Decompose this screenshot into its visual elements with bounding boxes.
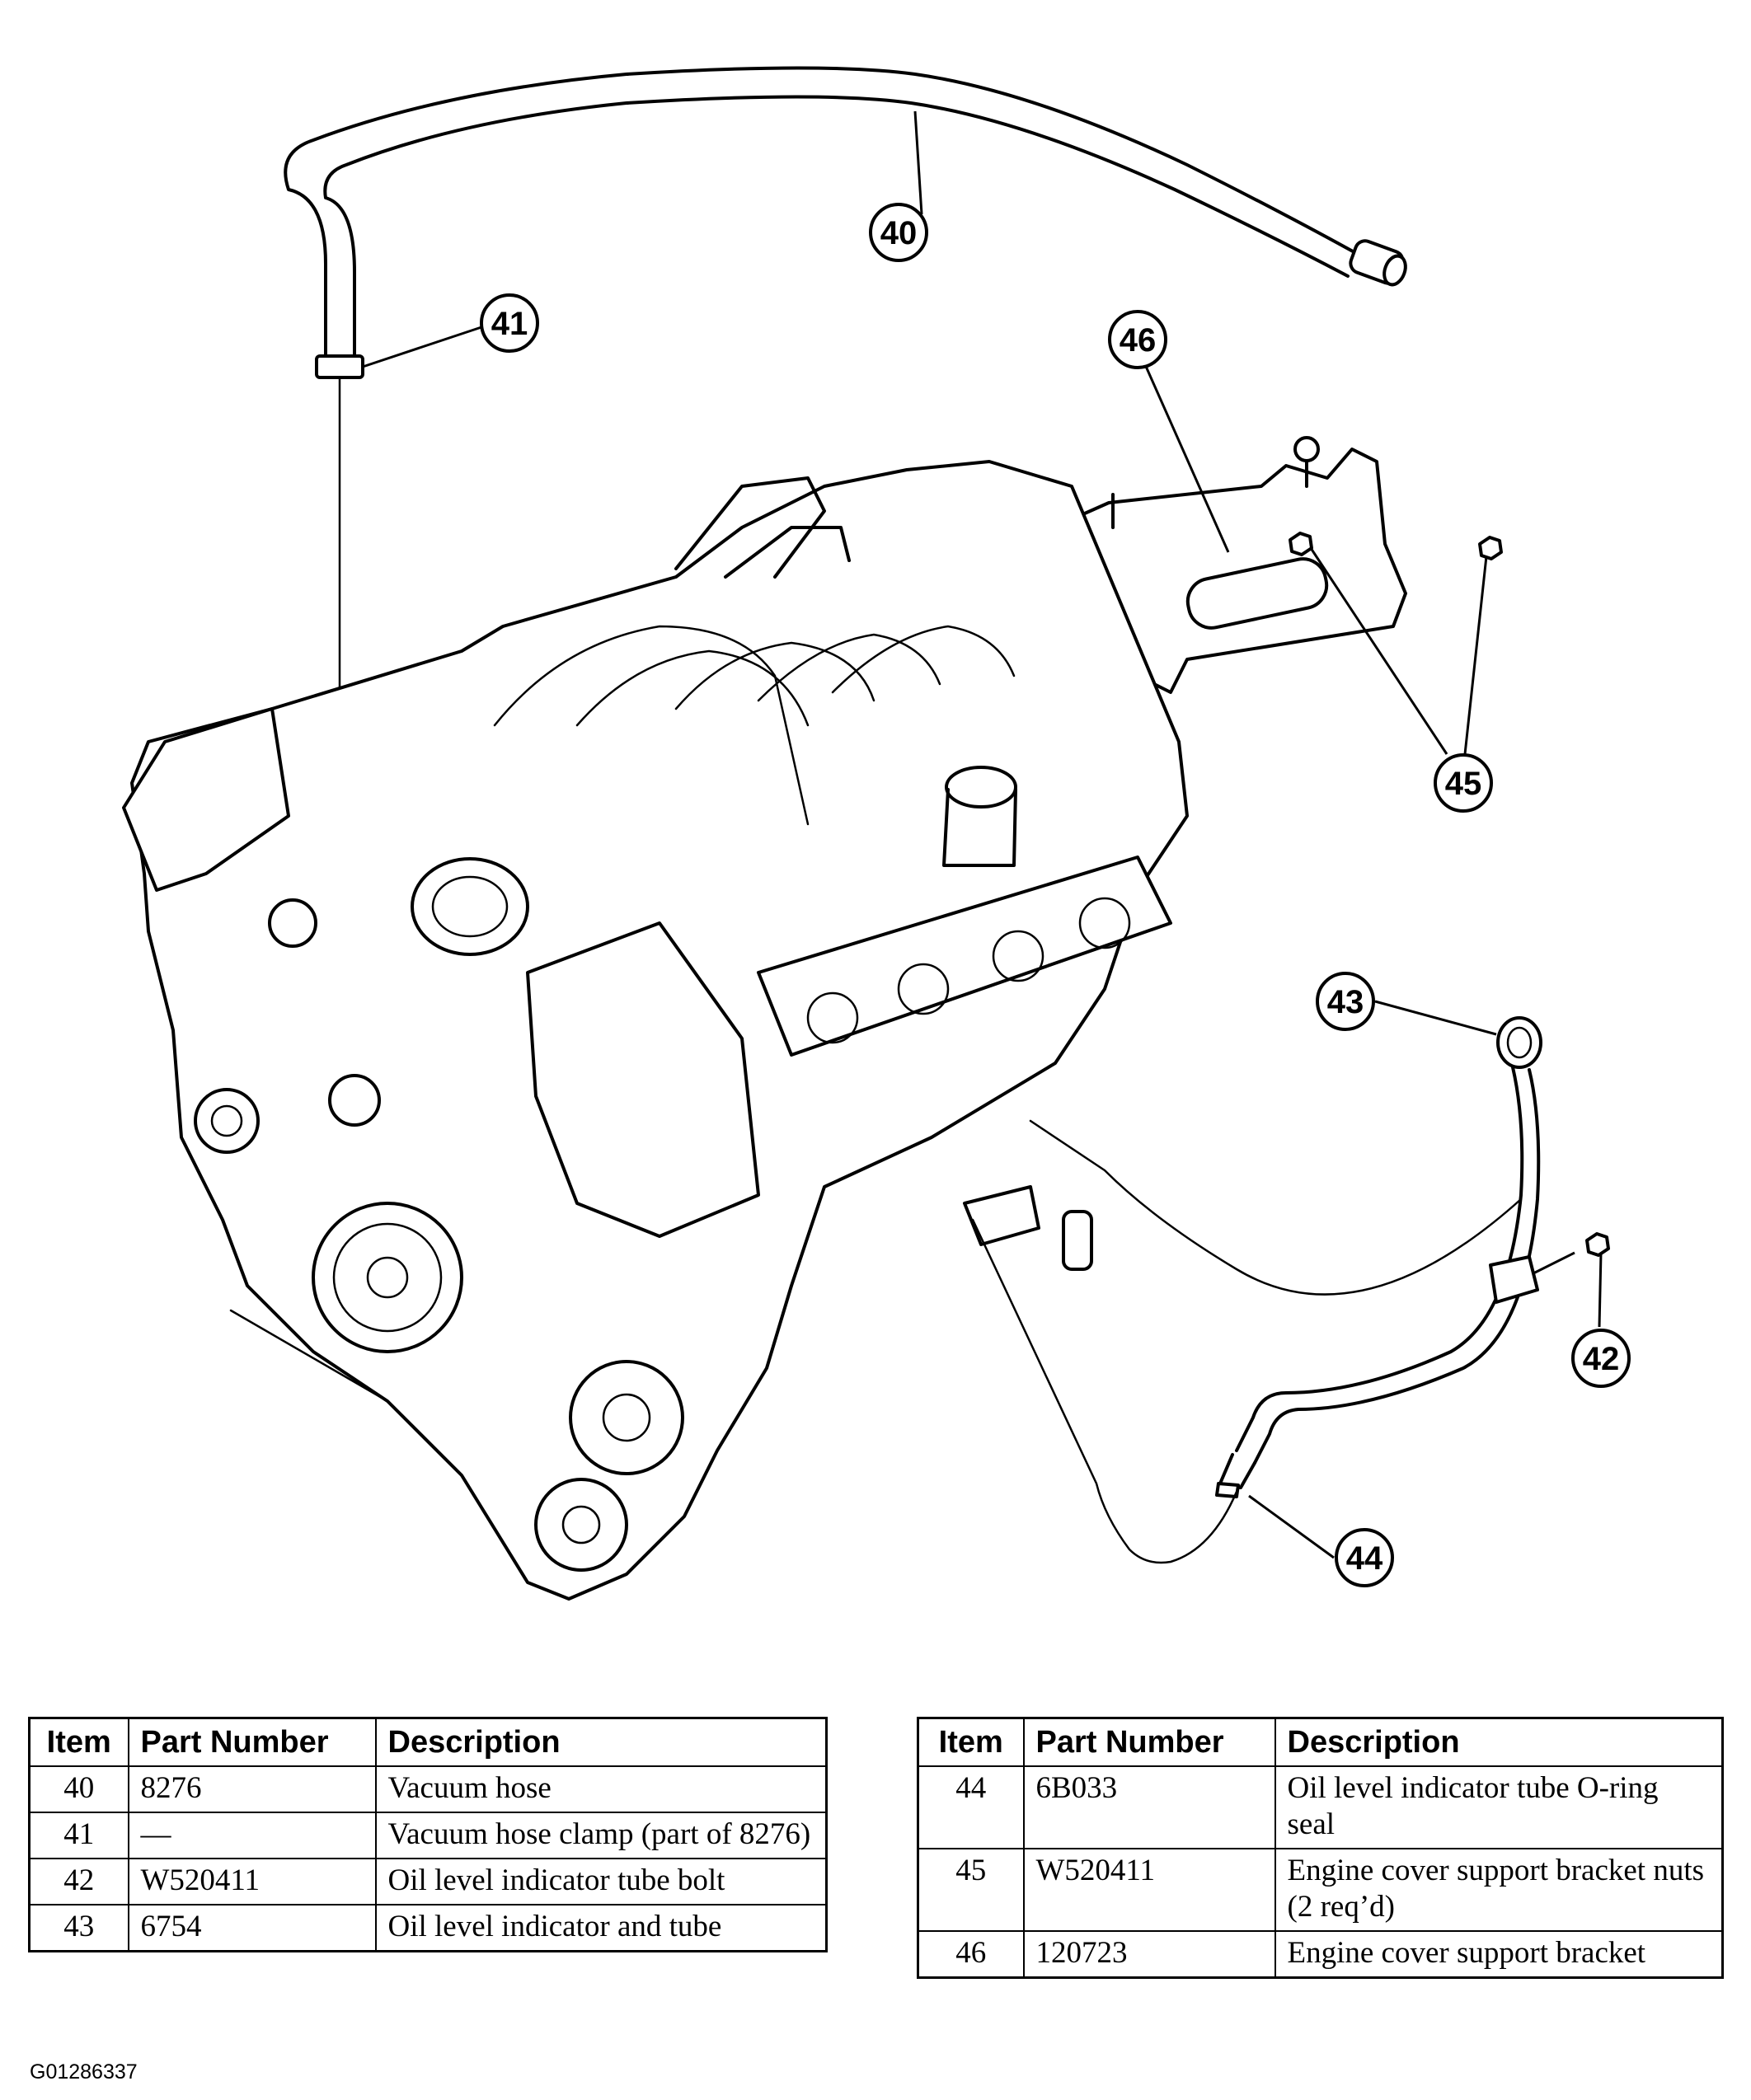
svg-text:46: 46 (1120, 322, 1157, 359)
table-row: 45 W520411 Engine cover support bracket … (917, 1848, 1724, 1932)
callout-46: 46 (1108, 310, 1167, 369)
column-header-part-number: Part Number (127, 1717, 377, 1767)
table-row: 44 6B033 Oil level indicator tube O-ring… (917, 1765, 1724, 1849)
part-number-cell: — (127, 1812, 377, 1859)
part-number-cell: W520411 (1022, 1848, 1276, 1932)
item-cell: 43 (28, 1904, 129, 1952)
item-cell: 42 (28, 1858, 129, 1905)
table-row: 43 6754 Oil level indicator and tube (28, 1904, 828, 1952)
column-header-item: Item (28, 1717, 129, 1767)
table-header-row: Item Part Number Description (28, 1717, 828, 1767)
callout-44: 44 (1335, 1528, 1394, 1587)
parts-table-right: Item Part Number Description 44 6B033 Oi… (917, 1717, 1724, 1979)
callout-42: 42 (1571, 1329, 1631, 1388)
engine-exploded-diagram: 40 41 42 43 44 45 46 (122, 66, 1631, 1601)
oil-level-tube-drawing (971, 1016, 1542, 1564)
part-number-cell: 6754 (127, 1904, 377, 1952)
part-number-cell: 8276 (127, 1765, 377, 1813)
column-header-description: Description (1274, 1717, 1724, 1767)
engine-assembly-drawing (122, 460, 1189, 1601)
table-row: 42 W520411 Oil level indicator tube bolt (28, 1858, 828, 1905)
description-cell: Vacuum hose (374, 1765, 828, 1813)
item-cell: 40 (28, 1765, 129, 1813)
figure-id: G01286337 (30, 2060, 138, 2084)
item-cell: 44 (917, 1765, 1025, 1849)
svg-text:40: 40 (880, 215, 918, 251)
part-number-cell: 120723 (1022, 1930, 1276, 1979)
svg-text:44: 44 (1346, 1540, 1383, 1577)
description-cell: Engine cover support bracket nuts (2 req… (1274, 1848, 1724, 1932)
item-cell: 41 (28, 1812, 129, 1859)
svg-text:42: 42 (1583, 1341, 1620, 1377)
item-cell: 46 (917, 1930, 1025, 1979)
leader-lines (362, 110, 1603, 1559)
table-row: 40 8276 Vacuum hose (28, 1765, 828, 1813)
part-number-cell: W520411 (127, 1858, 377, 1905)
callout-43: 43 (1316, 972, 1375, 1031)
callout-45: 45 (1434, 753, 1493, 813)
table-header-row: Item Part Number Description (917, 1717, 1724, 1767)
description-cell: Oil level indicator tube O-ring seal (1274, 1765, 1724, 1849)
callout-40: 40 (869, 203, 928, 262)
description-cell: Oil level indicator tube bolt (374, 1858, 828, 1905)
description-cell: Oil level indicator and tube (374, 1904, 828, 1952)
svg-text:45: 45 (1445, 766, 1482, 802)
description-cell: Engine cover support bracket (1274, 1930, 1724, 1979)
column-header-part-number: Part Number (1022, 1717, 1276, 1767)
parts-table-left: Item Part Number Description 40 8276 Vac… (28, 1717, 828, 1952)
svg-text:41: 41 (491, 306, 528, 342)
vacuum-hose-drawing (284, 66, 1407, 356)
part-number-cell: 6B033 (1022, 1765, 1276, 1849)
callout-41: 41 (480, 293, 539, 353)
description-cell: Vacuum hose clamp (part of 8276) (374, 1812, 828, 1859)
item-cell: 45 (917, 1848, 1025, 1932)
column-header-description: Description (374, 1717, 828, 1767)
column-header-item: Item (917, 1717, 1025, 1767)
table-row: 46 120723 Engine cover support bracket (917, 1930, 1724, 1979)
tube-bolt-drawing (1585, 1232, 1610, 1257)
table-row: 41 — Vacuum hose clamp (part of 8276) (28, 1812, 828, 1859)
svg-text:43: 43 (1327, 984, 1364, 1020)
